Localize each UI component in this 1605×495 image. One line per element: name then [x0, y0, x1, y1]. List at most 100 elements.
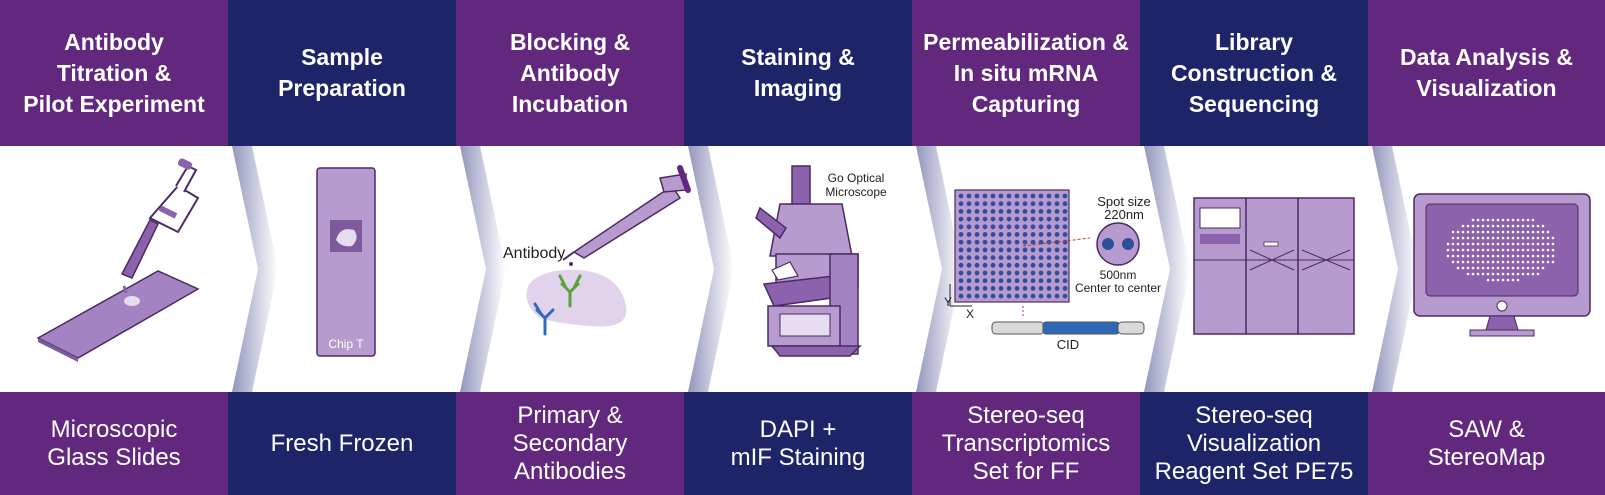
- map-dot: [1501, 218, 1505, 222]
- map-dot: [1496, 260, 1500, 264]
- spot-dot: [982, 239, 988, 245]
- spot-dot: [1006, 278, 1012, 284]
- map-dot: [1541, 242, 1545, 246]
- map-dot: [1521, 272, 1525, 276]
- spot-dot: [1006, 209, 1012, 214]
- map-dot: [1526, 260, 1530, 264]
- map-dot: [1451, 260, 1455, 264]
- map-dot: [1551, 248, 1555, 252]
- spot-dot: [1030, 209, 1036, 214]
- map-dot: [1451, 254, 1455, 258]
- spot-dot: [974, 232, 980, 237]
- spot-dot: [1006, 262, 1012, 268]
- map-dot: [1476, 230, 1480, 234]
- spot-dot: [1038, 193, 1044, 199]
- spot-dot: [1062, 201, 1068, 207]
- sequencer-icon: [1193, 197, 1355, 335]
- spot-dot: [982, 270, 988, 276]
- map-dot: [1536, 254, 1540, 258]
- spot-dot: [1046, 262, 1052, 268]
- spot-dot: [1030, 247, 1036, 253]
- map-dot: [1481, 254, 1485, 258]
- spot-dot: [1062, 286, 1068, 291]
- step-material: DAPI + mIF Staining: [684, 392, 912, 495]
- spot-dot: [958, 255, 964, 260]
- spot-dot: [966, 239, 972, 245]
- spot-dot: [982, 262, 988, 268]
- map-dot: [1491, 230, 1495, 234]
- map-dot: [1536, 230, 1540, 234]
- spot-dot: [958, 247, 964, 253]
- map-dot: [1521, 254, 1525, 258]
- spot-dot: [966, 193, 972, 199]
- map-dot: [1491, 278, 1495, 282]
- map-dot: [1481, 236, 1485, 240]
- map-dot: [1486, 266, 1490, 270]
- spot-dot: [990, 262, 996, 268]
- spot-dot: [998, 262, 1004, 268]
- spot-dot: [1022, 232, 1028, 237]
- map-dot: [1546, 230, 1550, 234]
- spot-dot: [974, 278, 980, 284]
- map-dot: [1491, 242, 1495, 246]
- map-dot: [1496, 236, 1500, 240]
- map-dot: [1516, 266, 1520, 270]
- map-dot: [1546, 254, 1550, 258]
- map-dot: [1531, 230, 1535, 234]
- map-dot: [1521, 242, 1525, 246]
- map-dot: [1516, 230, 1520, 234]
- map-dot: [1516, 254, 1520, 258]
- step-material: Fresh Frozen: [228, 392, 456, 495]
- spot-dot: [1062, 255, 1068, 260]
- spot-dot: [1030, 262, 1036, 268]
- map-dot: [1526, 242, 1530, 246]
- map-dot: [1486, 230, 1490, 234]
- spot-dot: [982, 247, 988, 253]
- map-dot: [1481, 260, 1485, 264]
- map-dot: [1541, 230, 1545, 234]
- spot-dot: [1006, 216, 1012, 222]
- map-dot: [1531, 272, 1535, 276]
- map-dot: [1481, 218, 1485, 222]
- spot-dot: [1030, 193, 1036, 199]
- map-dot: [1541, 266, 1545, 270]
- map-dot: [1541, 236, 1545, 240]
- map-dot: [1496, 248, 1500, 252]
- spot-dot: [966, 278, 972, 284]
- map-dot: [1456, 242, 1460, 246]
- map-dot: [1466, 272, 1470, 276]
- spot-dot: [1006, 247, 1012, 253]
- spot-dot: [1062, 278, 1068, 284]
- spot-dot: [1054, 278, 1060, 284]
- map-dot: [1471, 242, 1475, 246]
- map-dot: [1526, 248, 1530, 252]
- map-dot: [1516, 218, 1520, 222]
- step-2: Sample Preparation Fresh Frozen: [228, 0, 456, 495]
- spot-dot: [990, 232, 996, 237]
- spot-dot: [1046, 232, 1052, 237]
- map-dot: [1451, 236, 1455, 240]
- spot-dot: [1038, 270, 1044, 276]
- map-dot: [1511, 266, 1515, 270]
- spot-dot: [982, 278, 988, 284]
- spot-dot: [1046, 293, 1052, 299]
- map-dot: [1491, 248, 1495, 252]
- map-dot: [1446, 242, 1450, 246]
- spot-dot: [990, 293, 996, 299]
- map-dot: [1501, 236, 1505, 240]
- map-dot: [1466, 224, 1470, 228]
- map-dot: [1471, 230, 1475, 234]
- axis-x-label: X: [966, 307, 974, 321]
- map-dot: [1486, 254, 1490, 258]
- spot-dot: [990, 270, 996, 276]
- map-dot: [1521, 266, 1525, 270]
- spot-dot: [1022, 255, 1028, 260]
- spot-dot: [1022, 270, 1028, 276]
- spot-dot: [1046, 247, 1052, 253]
- spot-dot: [998, 216, 1004, 222]
- map-dot: [1461, 254, 1465, 258]
- map-dot: [1516, 248, 1520, 252]
- map-dot: [1541, 254, 1545, 258]
- map-dot: [1466, 230, 1470, 234]
